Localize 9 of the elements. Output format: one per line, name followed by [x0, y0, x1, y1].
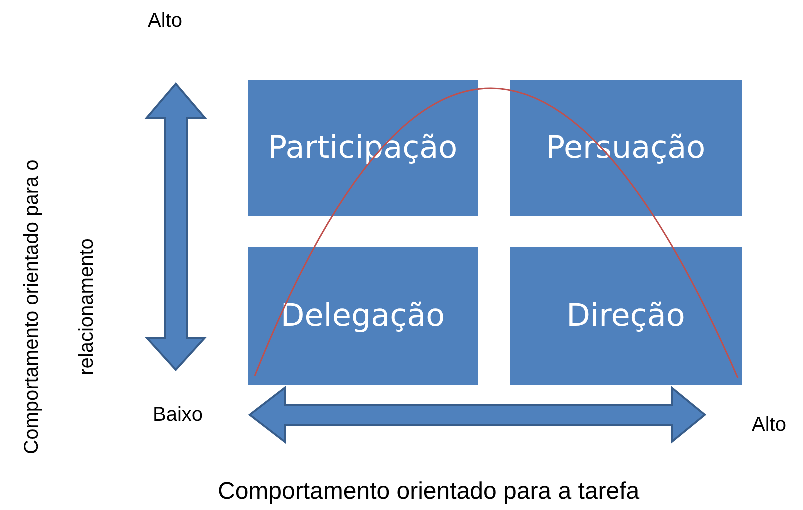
axis-title: Comportamento orientado para o relacionamento	[20, 158, 99, 456]
quadrant-box	[510, 247, 742, 385]
axis-end-label: Baixo	[153, 404, 204, 427]
axis-end-label: Alto	[148, 10, 182, 33]
axis-title: Comportamento orientado para a tarefa	[218, 478, 640, 506]
quadrant-label: Delegação	[280, 298, 446, 334]
axis-end-label: Alto	[752, 414, 786, 437]
quadrant-box	[248, 247, 478, 385]
quadrant-label: Direção	[566, 298, 686, 334]
